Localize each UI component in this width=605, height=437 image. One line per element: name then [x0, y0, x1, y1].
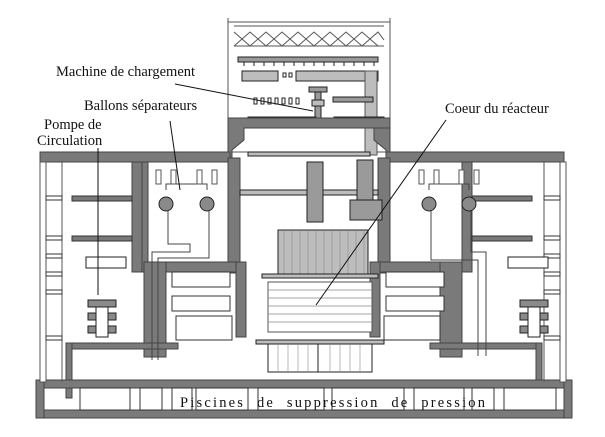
- leader-coeur: [315, 119, 447, 306]
- label-coeur-reacteur: Coeur du réacteur: [445, 101, 549, 117]
- leader-machine: [174, 83, 314, 112]
- circulation-pump-right: [507, 256, 549, 338]
- suppression-pool-cells: [79, 387, 557, 411]
- label-machine-chargement: Machine de chargement: [56, 64, 196, 80]
- label-piscines: Piscines de suppression de pression: [180, 395, 488, 411]
- roof-truss: [233, 31, 385, 47]
- leader-lines: [97, 83, 447, 306]
- circulation-pump-left: [85, 256, 127, 338]
- leader-ballons: [169, 120, 181, 191]
- side-rooms: [171, 271, 445, 341]
- graphite-stack: [267, 281, 373, 333]
- label-pompe-line1: Pompe de: [44, 117, 102, 133]
- reactor-core: [255, 229, 385, 373]
- concrete-structure: [35, 117, 573, 419]
- reactor-upper-platform: [239, 151, 383, 223]
- steam-separator-drums: [151, 169, 487, 360]
- label-ballons-separateurs: Ballons séparateurs: [84, 98, 198, 114]
- outer-walls: [39, 161, 567, 383]
- overhead-crane: [237, 56, 379, 82]
- label-pompe-line2: Circulation: [37, 133, 103, 149]
